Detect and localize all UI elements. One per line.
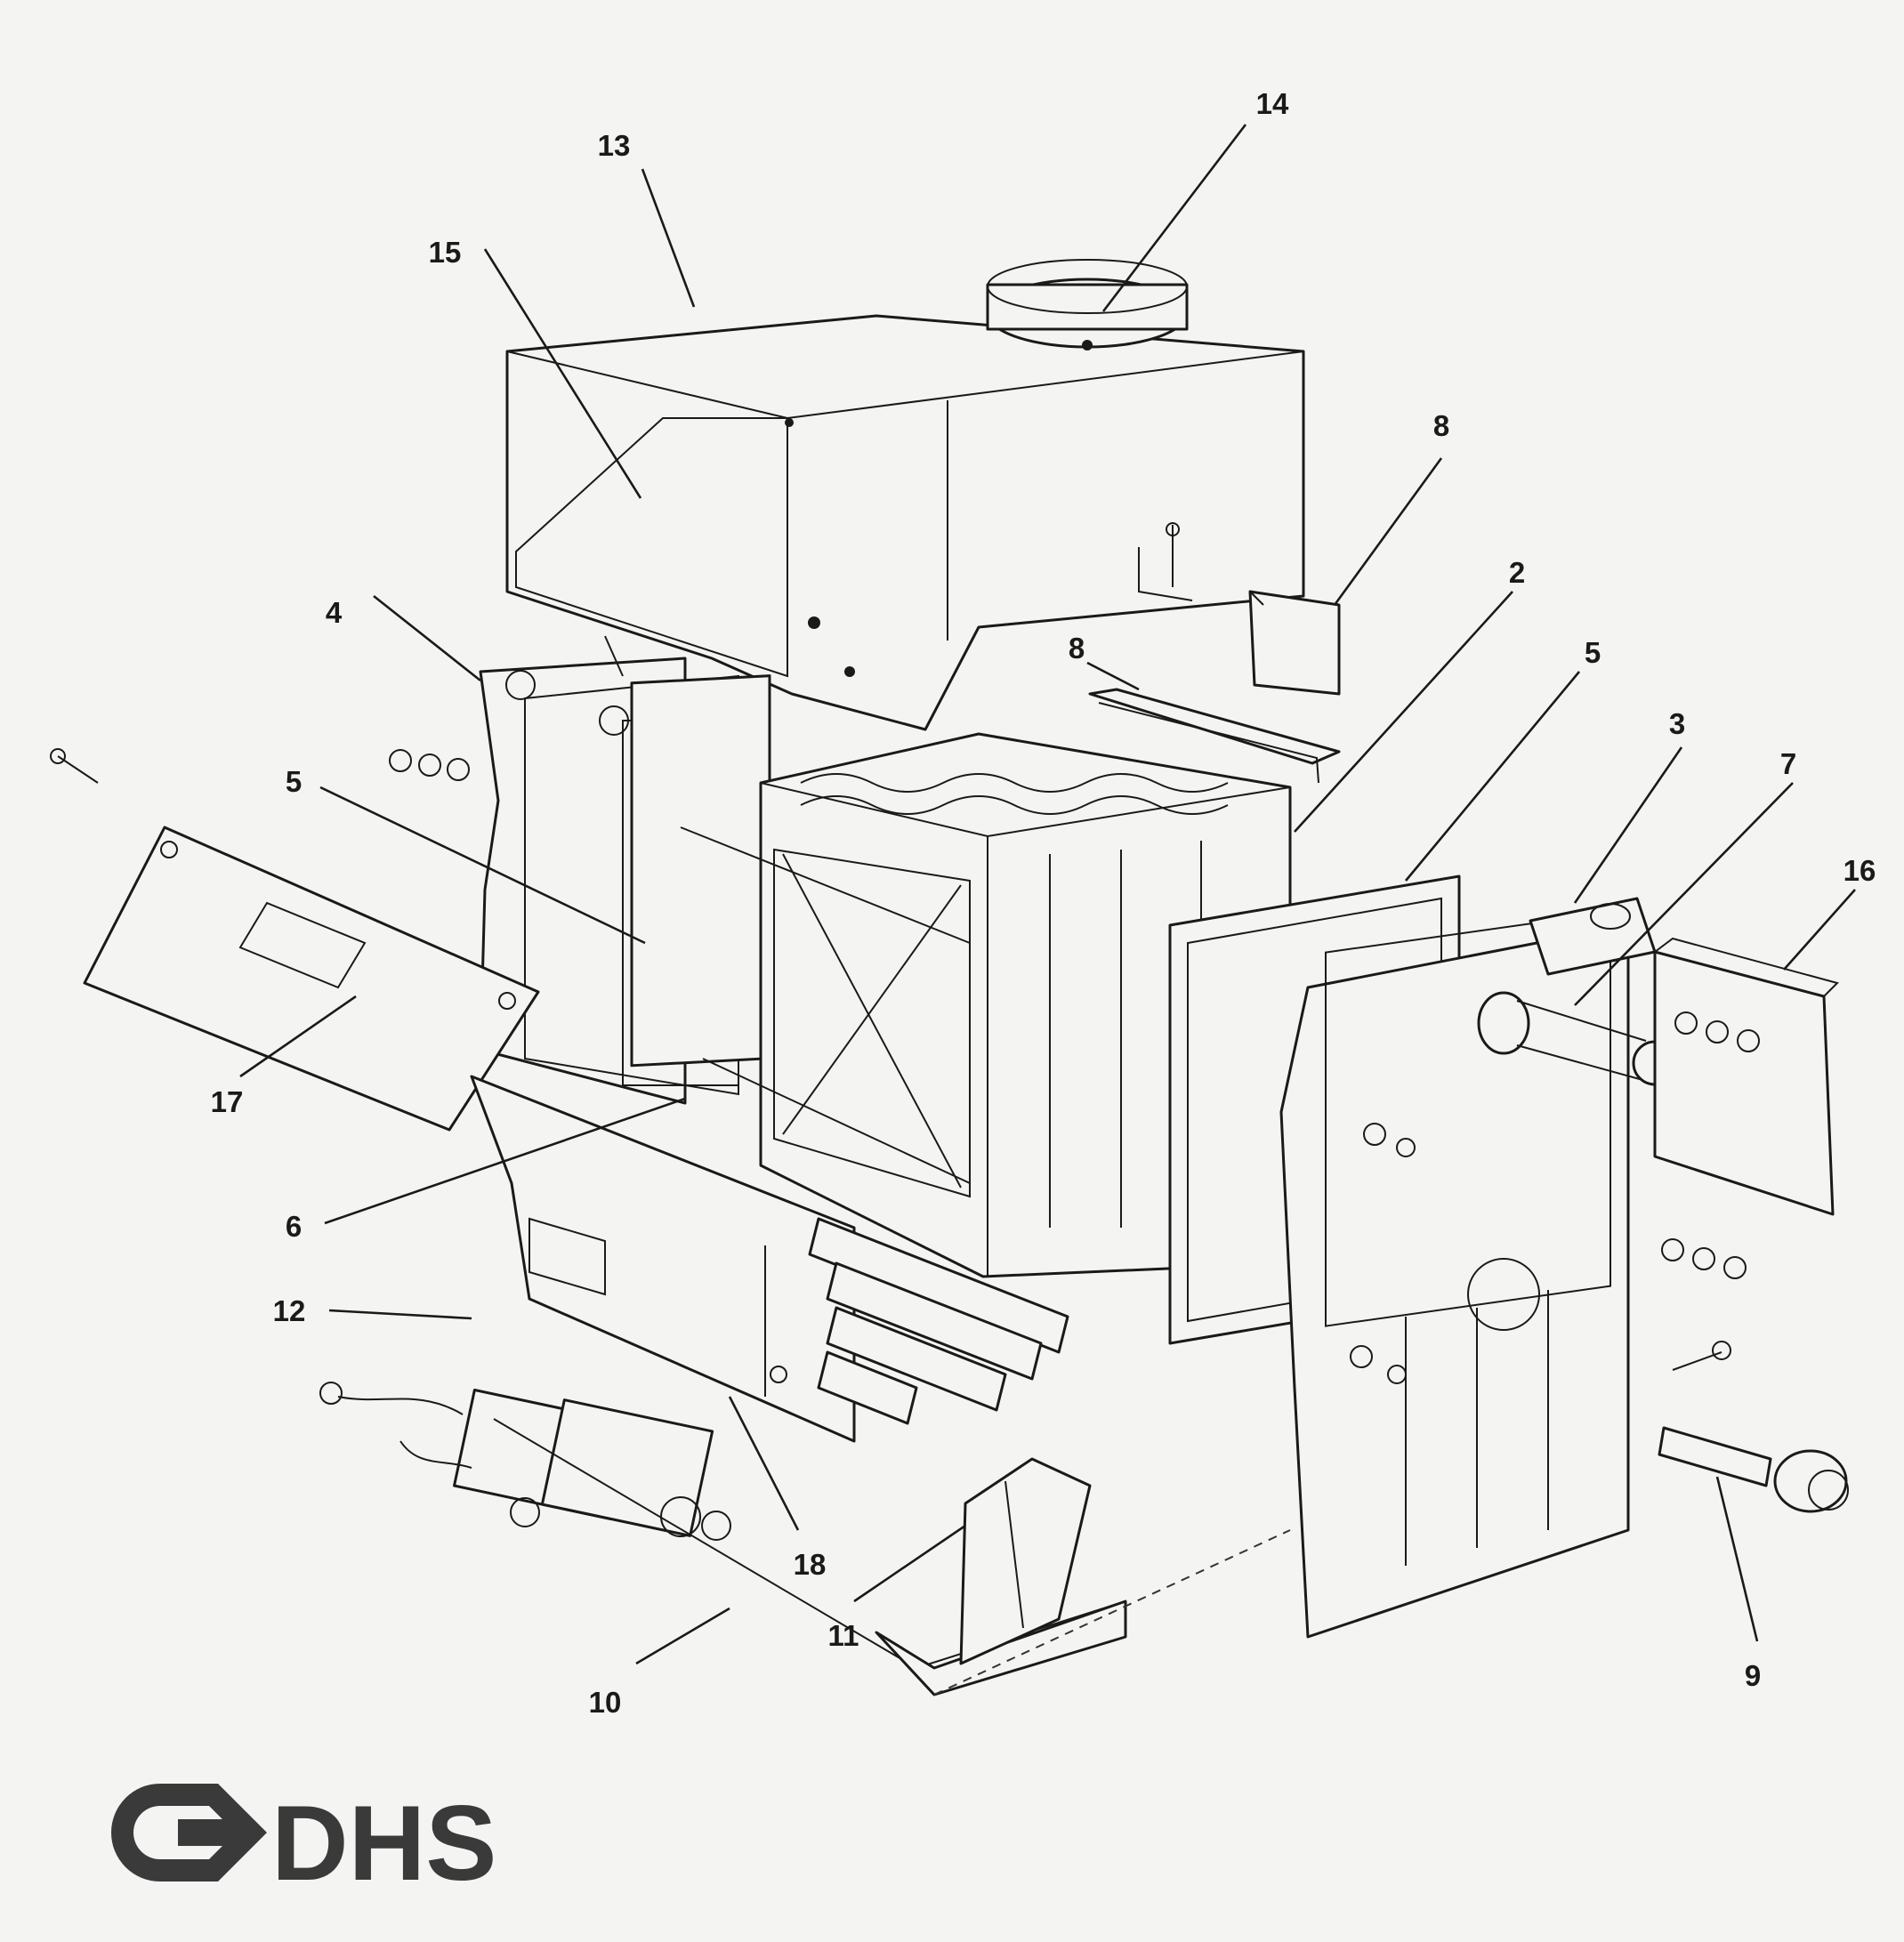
callout-17: 17 — [211, 1085, 244, 1118]
callout-16: 16 — [1843, 854, 1876, 887]
callout-5-right: 5 — [1585, 636, 1601, 669]
callout-7: 7 — [1780, 747, 1796, 780]
callout-10: 10 — [589, 1686, 622, 1719]
flame-shield — [959, 1457, 1092, 1665]
callout-3: 3 — [1669, 707, 1685, 740]
right-side-section — [1279, 897, 1657, 1639]
baffle-plate-lower — [1088, 688, 1341, 784]
callout-12: 12 — [273, 1294, 306, 1327]
gasket-left — [630, 674, 771, 1068]
callout-11: 11 — [828, 1619, 859, 1652]
callout-5-left: 5 — [286, 765, 302, 798]
dhs-logo: DHS — [111, 1784, 496, 1903]
sensor-probe — [1658, 1426, 1849, 1513]
callout-4: 4 — [326, 596, 343, 629]
callout-8-lower: 8 — [1069, 632, 1085, 665]
washer-group-right — [1661, 1238, 1747, 1279]
logo-text: DHS — [271, 1784, 496, 1903]
callout-labels: 14 13 15 8 2 8 5 4 3 7 5 16 17 6 12 18 1… — [211, 87, 1876, 1719]
flue-hood — [505, 259, 1305, 731]
gas-valve — [319, 1382, 731, 1541]
control-box — [1652, 937, 1839, 1216]
logo-arrow-mark — [111, 1784, 267, 1882]
callout-2: 2 — [1509, 556, 1525, 589]
front-panel — [83, 826, 540, 1132]
base-tray — [493, 1418, 1291, 1696]
burner-assembly — [470, 1075, 1069, 1443]
leader-lines — [239, 124, 1856, 1665]
callout-15: 15 — [429, 236, 462, 269]
callout-14: 14 — [1256, 87, 1289, 120]
screw-right — [1672, 1341, 1731, 1371]
screw-left — [50, 748, 99, 784]
hood-bracket — [1138, 522, 1193, 601]
callout-9: 9 — [1745, 1659, 1761, 1692]
callout-18: 18 — [794, 1548, 827, 1581]
washer-group-left — [389, 749, 470, 781]
callout-8-upper: 8 — [1433, 409, 1449, 442]
callout-6: 6 — [286, 1210, 302, 1243]
baffle-plate-upper — [1248, 590, 1341, 696]
callout-13: 13 — [598, 129, 631, 162]
